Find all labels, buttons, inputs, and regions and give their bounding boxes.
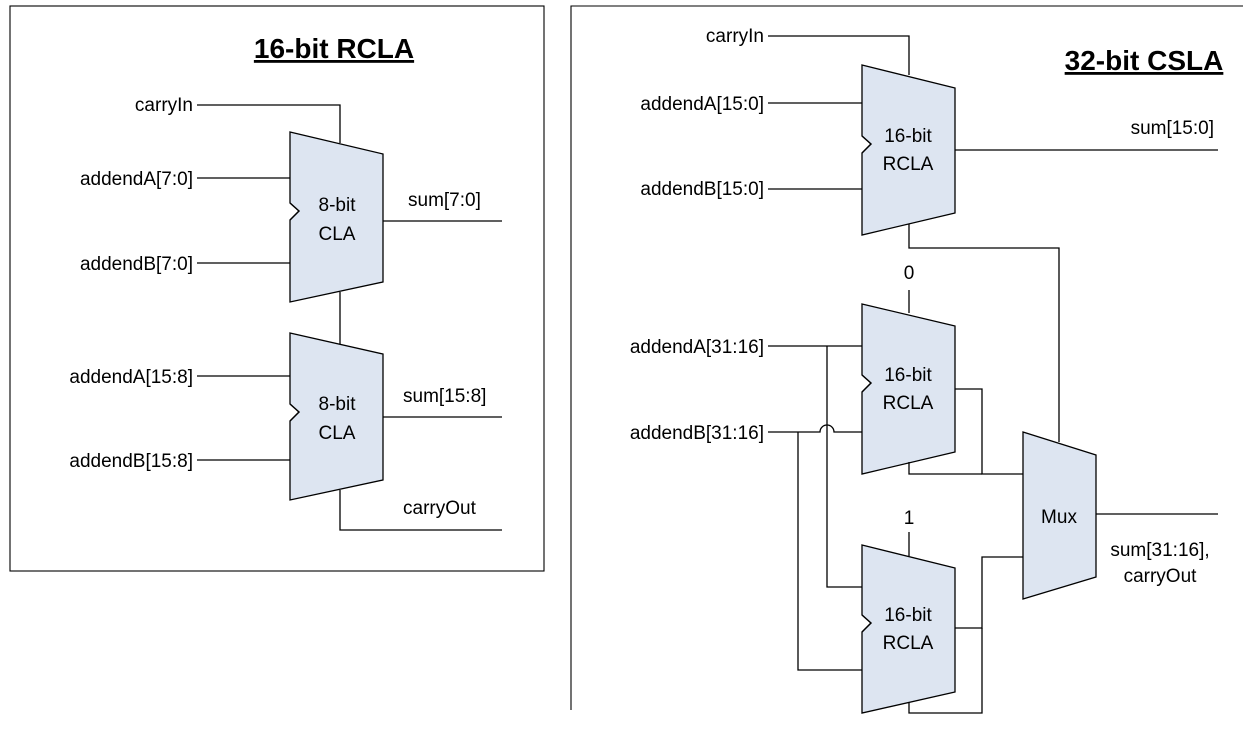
right-rcla-high0-clock-notch: [861, 374, 872, 393]
left-addend-a-high-label: addendA[15:8]: [69, 367, 193, 388]
right-carry-in-label: carryIn: [706, 26, 764, 47]
right-rcla-high1-block: [861, 544, 956, 714]
right-addend-b-high-label: addendB[31:16]: [630, 423, 764, 444]
right-addend-a-high-label: addendA[31:16]: [630, 337, 764, 358]
right-panel-title: 32-bit CSLA: [1065, 45, 1224, 76]
left-carry-in-label: carryIn: [135, 95, 193, 116]
right-panel-frame: [570, 5, 1243, 710]
left-cla-2-clock-notch: [289, 403, 300, 422]
left-cla-2-label-line2: CLA: [319, 423, 356, 444]
right-rcla-high0-label-line2: RCLA: [883, 393, 934, 414]
left-carry-in-wire: [197, 104, 341, 143]
right-addend-a-low-label: addendA[15:0]: [640, 94, 764, 115]
right-addend-b-low-label: addendB[15:0]: [640, 179, 764, 200]
left-sum-low-label: sum[7:0]: [408, 190, 481, 211]
right-addend-a-high-branch: [826, 346, 862, 588]
right-rcla-low-clock-notch: [861, 135, 872, 154]
left-addend-a-low-label: addendA[7:0]: [80, 169, 193, 190]
right-high1-sum-wire: [955, 556, 1023, 629]
right-sum-low-label: sum[15:0]: [1131, 118, 1214, 139]
right-rcla-low-label-line1: 16-bit: [884, 126, 932, 147]
right-rcla-low-block: [861, 64, 956, 236]
right-const-1-label: 1: [904, 508, 915, 529]
right-high0-carry-wire: [908, 462, 982, 475]
right-addend-b-high-branch: [797, 432, 862, 671]
left-addend-b-low-label: addendB[7:0]: [80, 254, 193, 275]
left-cla-2-label-line1: 8-bit: [319, 394, 357, 415]
right-const-0-label: 0: [904, 263, 915, 284]
right-high0-sum-wire: [955, 388, 1023, 475]
right-sum-high-label-line2: carryOut: [1124, 566, 1198, 587]
left-sum-high-label: sum[15:8]: [403, 386, 486, 407]
left-addend-b-high-label: addendB[15:8]: [69, 451, 193, 472]
left-cla-1-label-line2: CLA: [319, 224, 356, 245]
right-high1-carry-wire: [908, 628, 983, 714]
right-mux-select-wire: [908, 224, 1060, 442]
left-cla-block-2: [289, 332, 384, 501]
right-rcla-high1-label-line2: RCLA: [883, 633, 934, 654]
left-panel-frame: [9, 5, 545, 572]
left-panel-title: 16-bit RCLA: [254, 33, 414, 64]
left-carry-out-label: carryOut: [403, 498, 477, 519]
left-carry-out-wire: [339, 490, 502, 531]
left-cla-1-clock-notch: [289, 202, 300, 221]
right-rcla-high1-clock-notch: [861, 614, 872, 633]
right-rcla-high0-block: [861, 303, 956, 475]
right-addend-b-high-wire: [768, 424, 862, 433]
right-mux-label: Mux: [1041, 507, 1077, 528]
right-sum-high-label-line1: sum[31:16],: [1110, 540, 1209, 561]
right-carry-in-wire: [768, 35, 910, 75]
right-rcla-high0-label-line1: 16-bit: [884, 365, 932, 386]
right-rcla-low-label-line2: RCLA: [883, 154, 934, 175]
right-rcla-high1-label-line1: 16-bit: [884, 605, 932, 626]
left-cla-block-1: [289, 131, 384, 303]
right-mux-block: [1022, 431, 1097, 600]
left-cla-1-label-line1: 8-bit: [319, 195, 357, 216]
